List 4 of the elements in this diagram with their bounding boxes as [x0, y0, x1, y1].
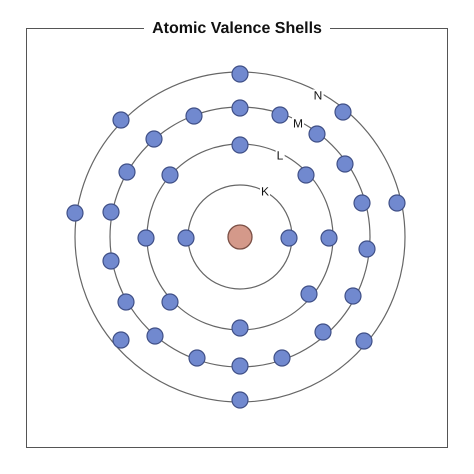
shell-label: L [276, 150, 284, 162]
shell-label: K [260, 186, 270, 198]
shell-label: M [292, 118, 304, 130]
shell-label: N [312, 90, 324, 102]
